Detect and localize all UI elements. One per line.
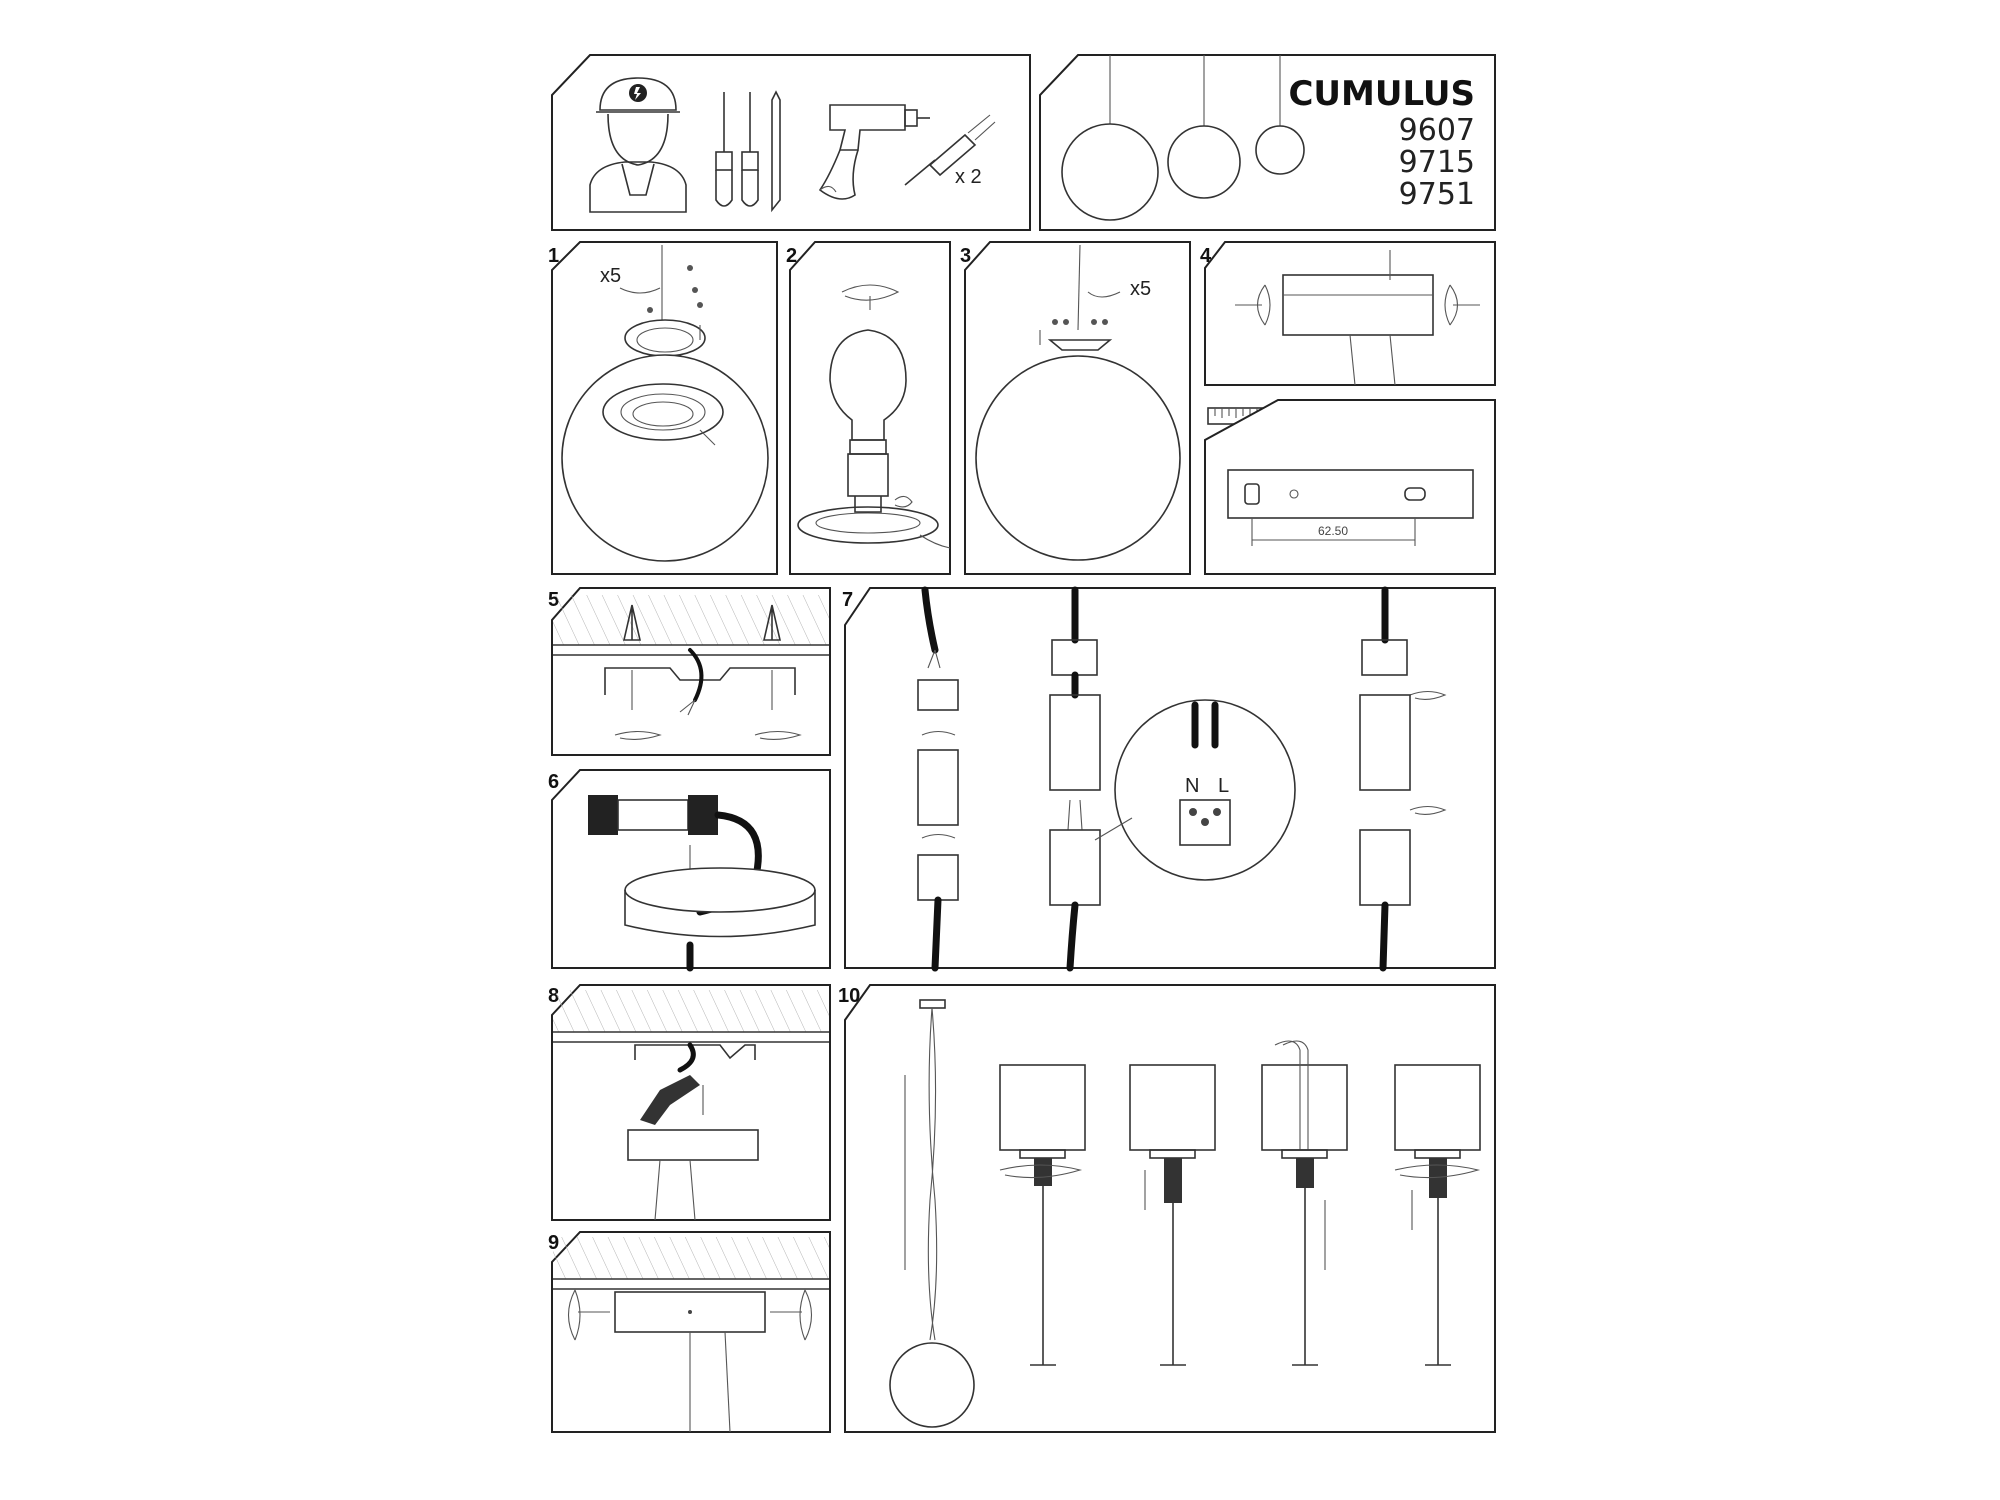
- screwdriver-icon: [715, 90, 781, 213]
- product-code-2: 9715: [1399, 145, 1475, 180]
- step-4-panel: 4: [1200, 241, 1496, 386]
- step-2-number: 2: [786, 245, 797, 267]
- step-4-template-panel: 62.50: [1204, 399, 1496, 575]
- wall-plug-icon: x 2: [904, 114, 996, 188]
- product-name: CUMULUS: [1288, 74, 1475, 114]
- step-7-number: 7: [842, 589, 853, 611]
- step-7-panel: 7 N L: [842, 586, 1496, 972]
- step-6-number: 6: [548, 771, 559, 793]
- product-code-3: 9751: [1399, 177, 1475, 212]
- step-9-panel: 9: [548, 1231, 831, 1433]
- step-10-panel: 10: [838, 984, 1496, 1433]
- step-3-number: 3: [960, 245, 971, 267]
- mounting-distance: 62.50: [1318, 524, 1348, 538]
- electrician-icon: [589, 77, 687, 213]
- tools-panel: x 2: [551, 54, 1031, 231]
- step-1-screw-count: x5: [600, 265, 621, 287]
- product-code-1: 9607: [1399, 113, 1475, 148]
- step-10-number: 10: [838, 985, 860, 1007]
- step-4-number: 4: [1200, 245, 1212, 267]
- step-3-screw-count: x5: [1130, 278, 1151, 300]
- step-2-panel: 2: [786, 241, 951, 575]
- step-1-number: 1: [548, 245, 559, 267]
- step-8-panel: 8: [548, 984, 831, 1221]
- step-6-panel: 6: [548, 769, 831, 972]
- product-panel: CUMULUS 9607 9715 9751: [1039, 54, 1496, 231]
- wire-live-label: L: [1218, 775, 1229, 797]
- step-1-panel: 1 x5: [548, 241, 778, 575]
- drill-icon: [818, 104, 930, 200]
- wire-neutral-label: N: [1185, 775, 1199, 797]
- anchor-quantity: x 2: [955, 166, 982, 188]
- step-5-panel: 5: [548, 587, 831, 756]
- step-3-panel: 3 x5: [960, 241, 1191, 575]
